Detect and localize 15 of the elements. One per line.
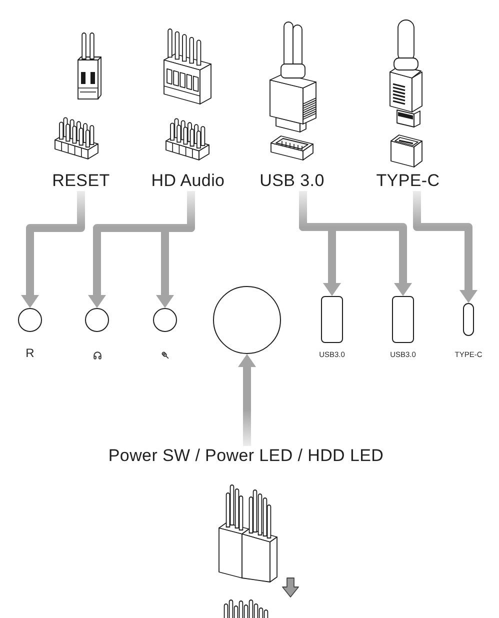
usb-port-slot [321, 296, 343, 343]
port-circle [18, 308, 42, 332]
header-label: Power SW / Power LED / HDD LED [108, 446, 384, 466]
arrow [238, 354, 256, 446]
port-label: R [26, 346, 34, 360]
connector-label: USB 3.0 [260, 171, 324, 191]
arrow [21, 191, 85, 308]
arrow [413, 191, 478, 303]
usb-port-slot [392, 296, 414, 343]
connector-label: TYPE-C [376, 171, 440, 191]
connector-label: RESET [52, 171, 110, 191]
port-circle [85, 308, 109, 332]
connector-label: HD Audio [151, 171, 225, 191]
port-circle [153, 308, 177, 332]
type-c-port-slot [463, 303, 474, 336]
